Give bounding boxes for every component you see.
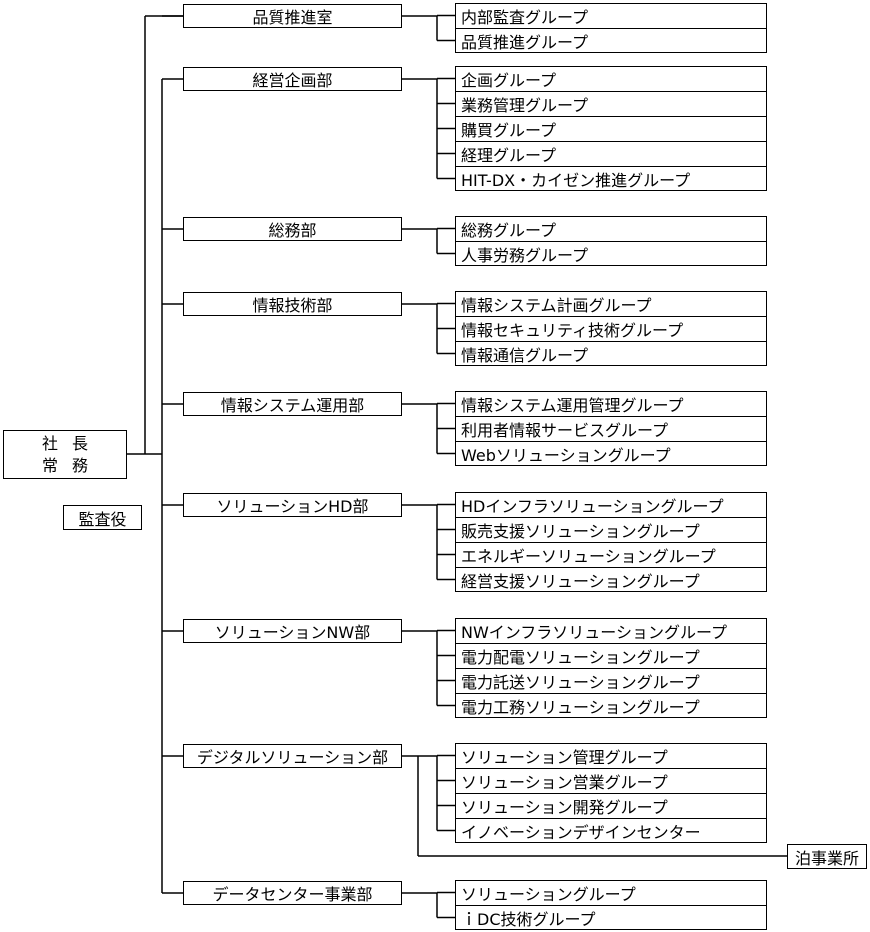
department-box: 情報システム運用部 bbox=[183, 392, 402, 416]
group-item: 業務管理グループ bbox=[456, 91, 766, 116]
group-list: 情報システム計画グループ情報セキュリティ技術グループ情報通信グループ bbox=[455, 291, 767, 366]
group-item: 総務グループ bbox=[461, 221, 557, 240]
group-list: NWインフラソリューショングループ電力配電ソリューショングループ電力託送ソリュー… bbox=[455, 618, 767, 718]
group-item: 情報システム運用管理グループ bbox=[461, 396, 684, 415]
branch-office-name: 泊事業所 bbox=[794, 848, 859, 868]
department-name: 情報システム運用部 bbox=[220, 396, 365, 415]
group-list: HDインフラソリューショングループ販売支援ソリューショングループエネルギーソリュ… bbox=[455, 492, 767, 592]
group-item: 経理グループ bbox=[456, 141, 766, 166]
department-box: ソリューションNW部 bbox=[183, 619, 402, 643]
group-item: 情報通信グループ bbox=[456, 341, 766, 366]
group-item: 人事労務グループ bbox=[456, 241, 766, 266]
group-item: 品質推進グループ bbox=[456, 28, 766, 53]
group-item: NWインフラソリューショングループ bbox=[461, 623, 728, 642]
group-item: 利用者情報サービスグループ bbox=[456, 416, 766, 441]
group-item: ソリューション営業グループ bbox=[456, 768, 766, 793]
auditor-label: 監査役 bbox=[78, 509, 127, 529]
group-item: HIT-DX・カイゼン推進グループ bbox=[456, 166, 766, 191]
department-box: 経営企画部 bbox=[183, 67, 402, 91]
department-name: 経営企画部 bbox=[252, 71, 333, 90]
department-name: デジタルソリューション部 bbox=[196, 748, 389, 767]
group-item: 内部監査グループ bbox=[461, 8, 589, 27]
group-item: エネルギーソリューショングループ bbox=[456, 542, 766, 567]
group-item: ソリューショングループ bbox=[461, 885, 636, 904]
department-name: 総務部 bbox=[268, 221, 317, 240]
department-name: 品質推進室 bbox=[252, 8, 333, 27]
department-box: 総務部 bbox=[183, 217, 402, 241]
department-box: 品質推進室 bbox=[183, 4, 402, 28]
department-name: ソリューションHD部 bbox=[216, 497, 369, 516]
group-item: 販売支援ソリューショングループ bbox=[456, 517, 766, 542]
group-item: 電力工務ソリューショングループ bbox=[456, 693, 766, 718]
department-box: ソリューションHD部 bbox=[183, 493, 402, 517]
group-item: 情報セキュリティ技術グループ bbox=[456, 316, 766, 341]
department-box: データセンター事業部 bbox=[183, 881, 402, 905]
group-item: イノベーションデザインセンター bbox=[456, 818, 766, 843]
group-item: ｉDC技術グループ bbox=[456, 905, 766, 930]
group-list: 内部監査グループ品質推進グループ bbox=[455, 3, 767, 53]
president-title: 社長 bbox=[41, 433, 102, 453]
group-list: ソリューション管理グループソリューション営業グループソリューション開発グループイ… bbox=[455, 743, 767, 843]
group-item: 経営支援ソリューショングループ bbox=[456, 567, 766, 592]
president-box: 社長 常務 bbox=[3, 430, 127, 479]
group-item: 企画グループ bbox=[461, 71, 557, 90]
department-name: データセンター事業部 bbox=[212, 885, 373, 904]
department-box: 情報技術部 bbox=[183, 292, 402, 316]
branch-office-box: 泊事業所 bbox=[787, 844, 867, 869]
group-item: 購買グループ bbox=[456, 116, 766, 141]
department-name: 情報技術部 bbox=[252, 296, 333, 315]
group-item: 情報システム計画グループ bbox=[461, 296, 652, 315]
group-item: 電力配電ソリューショングループ bbox=[456, 643, 766, 668]
group-item: ソリューション管理グループ bbox=[461, 748, 668, 767]
auditor-box: 監査役 bbox=[63, 505, 142, 530]
group-item: ソリューション開発グループ bbox=[456, 793, 766, 818]
department-box: デジタルソリューション部 bbox=[183, 744, 402, 768]
group-list: 総務グループ人事労務グループ bbox=[455, 216, 767, 266]
group-item: HDインフラソリューショングループ bbox=[461, 497, 724, 516]
group-item: Webソリューショングループ bbox=[456, 441, 766, 466]
executive-director-title: 常務 bbox=[41, 455, 102, 475]
group-item: 電力託送ソリューショングループ bbox=[456, 668, 766, 693]
department-name: ソリューションNW部 bbox=[214, 623, 371, 642]
